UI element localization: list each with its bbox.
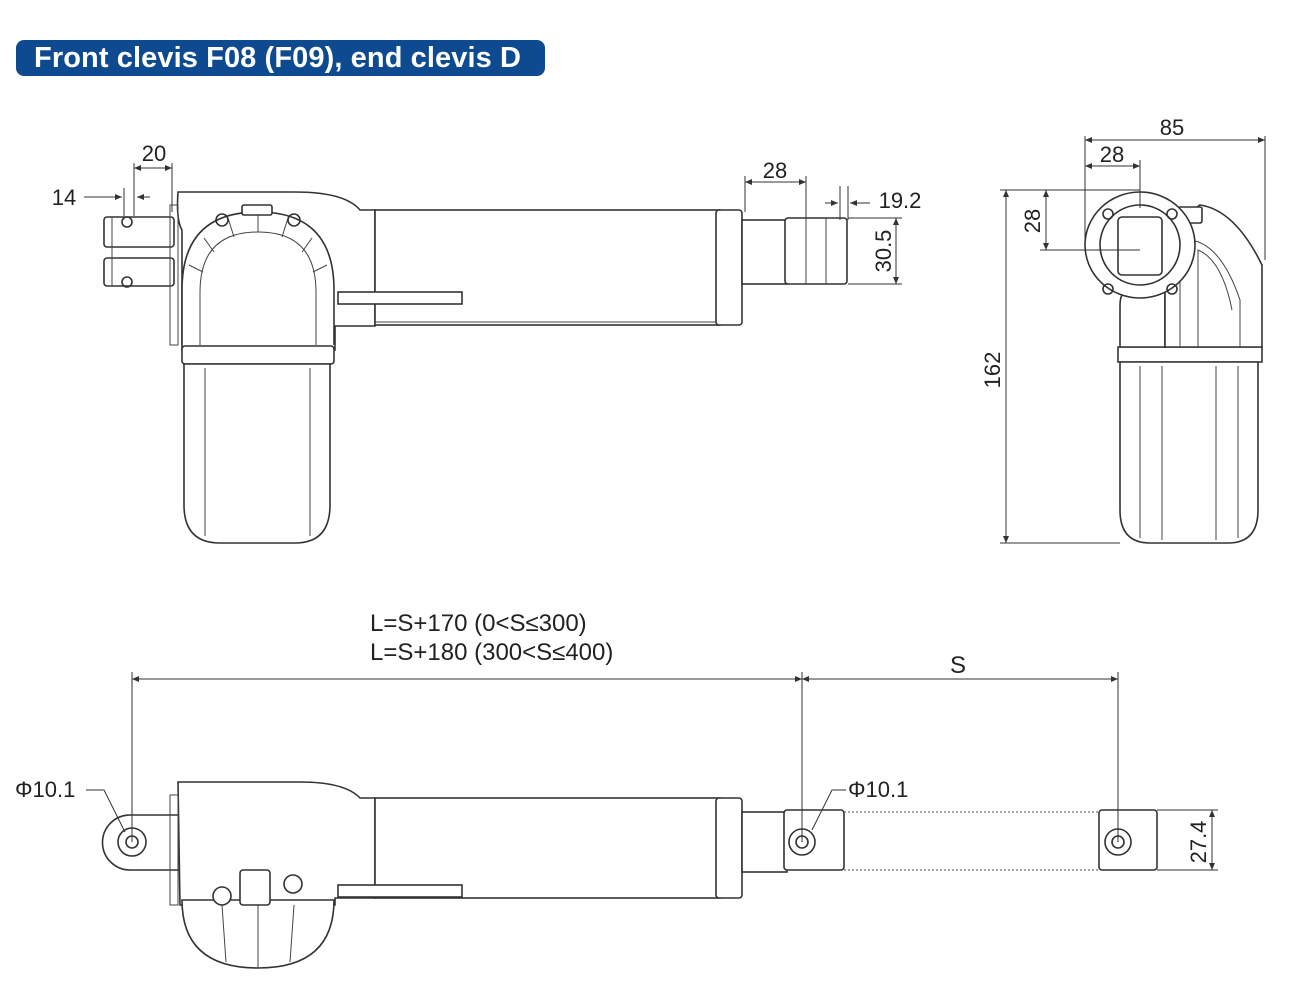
side-view xyxy=(1084,191,1263,544)
dim-28-rod: 28 xyxy=(763,158,787,183)
side-dimensions: 85 28 28 162 xyxy=(980,115,1266,544)
top-actuator-view xyxy=(103,191,848,544)
dim-phi-front: Φ10.1 xyxy=(848,777,908,802)
dim-phi-rear: Φ10.1 xyxy=(15,777,75,802)
bottom-actuator-view xyxy=(101,781,1158,969)
page-title: Front clevis F08 (F09), end clevis D xyxy=(34,41,522,74)
dim-19-2: 19.2 xyxy=(879,188,922,213)
dim-20: 20 xyxy=(142,141,166,166)
dim-28-side-v: 28 xyxy=(1020,209,1045,233)
top-dimensions: 20 14 28 19.2 30.5 xyxy=(52,141,922,285)
dim-30-5: 30.5 xyxy=(871,230,896,273)
dim-14: 14 xyxy=(52,185,76,210)
dim-formula-2: L=S+180 (300<S≤400) xyxy=(370,639,613,666)
dim-162: 162 xyxy=(980,352,1005,389)
dim-27-4: 27.4 xyxy=(1186,821,1211,864)
title-badge: Front clevis F08 (F09), end clevis D xyxy=(16,40,546,76)
dim-85: 85 xyxy=(1160,115,1184,140)
dim-stroke: S xyxy=(950,652,966,679)
dim-formula-1: L=S+170 (0<S≤300) xyxy=(370,610,587,637)
bottom-dimensions: L=S+170 (0<S≤300) L=S+180 (300<S≤400) S … xyxy=(15,610,1218,871)
dim-28-side-h: 28 xyxy=(1100,142,1124,167)
